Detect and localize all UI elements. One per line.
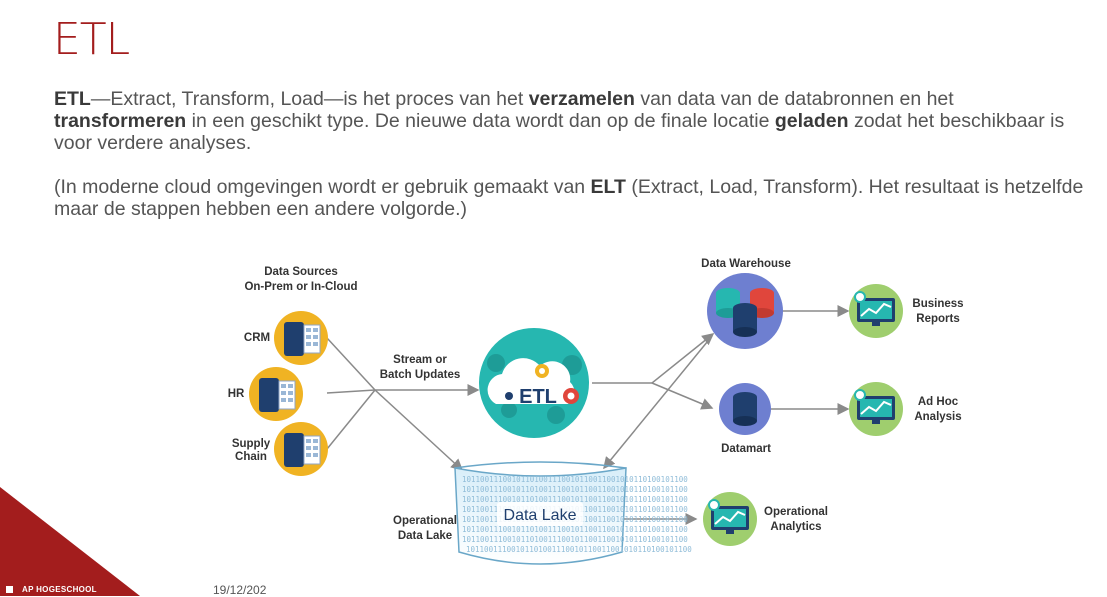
analytics-label: Analytics bbox=[770, 521, 821, 533]
database-icon bbox=[249, 367, 303, 421]
business-label: Business bbox=[912, 298, 963, 310]
adhoc-label: Ad Hoc bbox=[918, 396, 959, 408]
stream-label: Stream or bbox=[393, 354, 447, 366]
op-lake-sub-label: Data Lake bbox=[398, 530, 452, 542]
sources-title: Data Sources bbox=[264, 266, 338, 278]
monitor-chart-icon bbox=[703, 492, 757, 546]
op-lake-label: Operational bbox=[393, 515, 457, 527]
warehouse-icon bbox=[707, 273, 783, 349]
source-label-chain: Chain bbox=[235, 451, 267, 463]
etl-cloud-label: ETL bbox=[519, 386, 557, 408]
datamart-icon bbox=[719, 383, 771, 435]
source-label-crm: CRM bbox=[244, 332, 270, 344]
binary-row: 1011001110010110100111001011001100101011… bbox=[462, 525, 688, 534]
analysis-label: Analysis bbox=[914, 411, 961, 423]
footer-date: 19/12/202 bbox=[213, 583, 266, 597]
binary-row: 1011001110010110100111001011001100101011… bbox=[462, 475, 688, 484]
datamart-label: Datamart bbox=[721, 443, 771, 455]
source-label-supply: Supply bbox=[232, 438, 271, 450]
source-label-hr: HR bbox=[228, 388, 245, 400]
binary-row: 1011001110010110100111001011001100101011… bbox=[462, 485, 688, 494]
warehouse-label: Data Warehouse bbox=[701, 258, 791, 270]
binary-row: 1011001110010110100111001011001100101011… bbox=[462, 535, 688, 544]
database-icon bbox=[274, 422, 328, 476]
brand-corner bbox=[0, 487, 140, 596]
sources-subtitle: On-Prem or In-Cloud bbox=[244, 281, 357, 293]
logo-mark bbox=[6, 586, 13, 593]
etl-cloud-icon: ETL bbox=[479, 328, 589, 438]
binary-row: 1011001110010110100111001011001100101011… bbox=[466, 545, 692, 554]
batch-label: Batch Updates bbox=[380, 369, 461, 381]
monitor-chart-icon bbox=[849, 382, 903, 436]
reports-label: Reports bbox=[916, 313, 959, 325]
database-icon bbox=[274, 311, 328, 365]
data-lake-label: Data Lake bbox=[504, 507, 577, 524]
logo-text: AP HOGESCHOOL bbox=[22, 585, 97, 594]
monitor-chart-icon bbox=[849, 284, 903, 338]
op-analytics-label: Operational bbox=[764, 506, 828, 518]
